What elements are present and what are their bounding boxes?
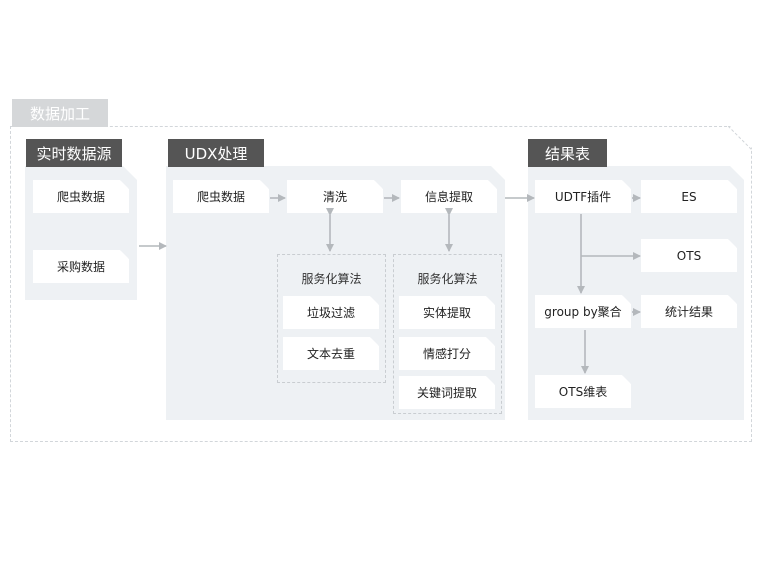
frame-corner (728, 126, 752, 150)
source-title: 实时数据源 (26, 139, 122, 167)
outer-title: 数据加工 (12, 99, 108, 127)
result-group-by: group by聚合 (535, 295, 631, 328)
algo-group-right-title: 服务化算法 (417, 271, 478, 286)
result-stats: 统计结果 (641, 295, 737, 328)
algo-spam-filter: 垃圾过滤 (283, 296, 379, 329)
udx-title: UDX处理 (168, 139, 264, 167)
udx-node-cleaning: 清洗 (287, 180, 383, 213)
result-udtf-plugin: UDTF插件 (535, 180, 631, 213)
source-item-purchase: 采购数据 (33, 250, 129, 283)
udx-node-extraction: 信息提取 (401, 180, 497, 213)
outer-frame (10, 126, 752, 442)
algo-keyword-extraction: 关键词提取 (399, 376, 495, 409)
udx-node-crawler: 爬虫数据 (173, 180, 269, 213)
source-item-crawler: 爬虫数据 (33, 180, 129, 213)
result-title: 结果表 (528, 139, 607, 167)
algo-text-dedup: 文本去重 (283, 337, 379, 370)
algo-entity-extraction: 实体提取 (399, 296, 495, 329)
result-es: ES (641, 180, 737, 213)
result-ots-dim-table: OTS维表 (535, 375, 631, 408)
algo-group-left-title: 服务化算法 (301, 271, 362, 286)
result-ots: OTS (641, 239, 737, 272)
algo-group-left (277, 254, 386, 383)
algo-group-right (393, 254, 502, 414)
algo-sentiment-score: 情感打分 (399, 337, 495, 370)
